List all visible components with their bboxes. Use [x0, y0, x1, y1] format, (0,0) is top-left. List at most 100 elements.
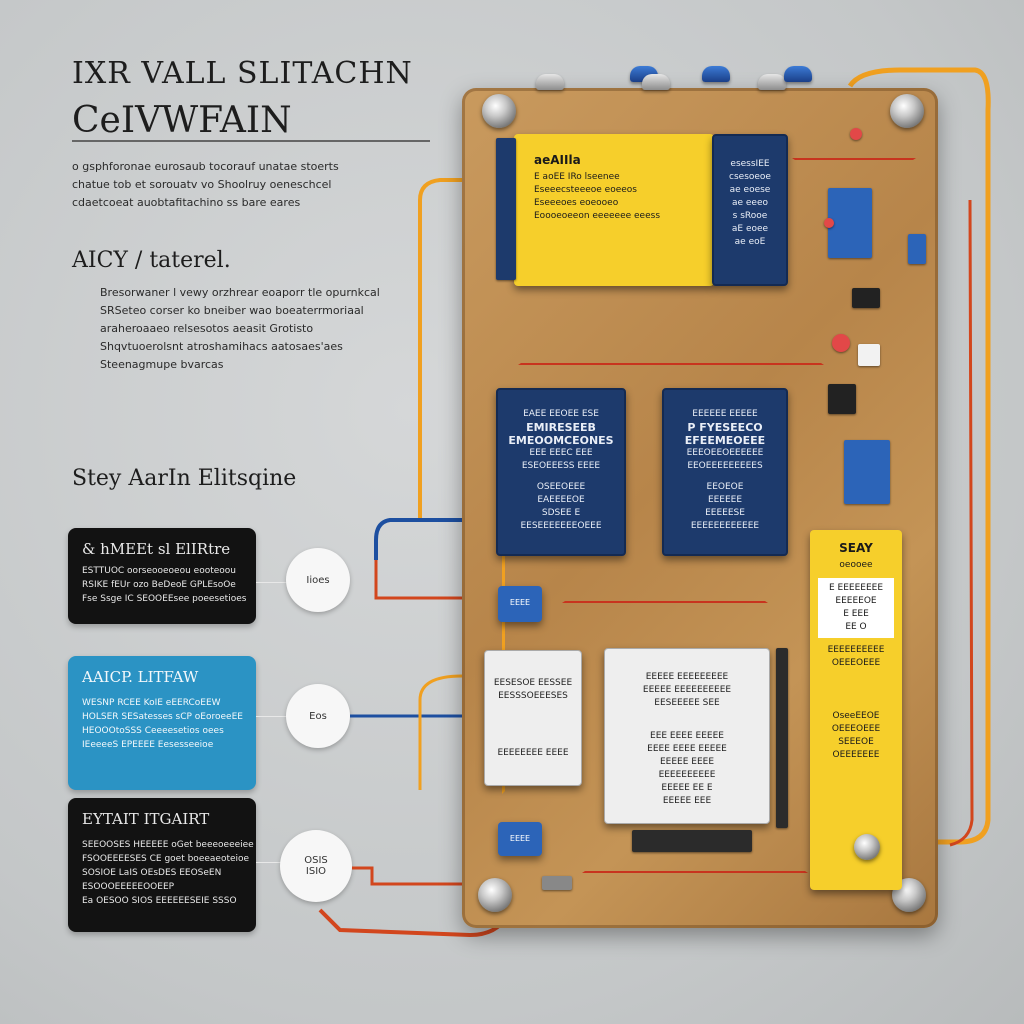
section-paragraph: Bresorwaner l vewy orzhrear eoaporr tle …	[100, 284, 380, 374]
led-component	[824, 218, 834, 228]
section-line: SRSeteo corser ko bneiber wao boeaterrmo…	[100, 304, 364, 317]
module-line: Eseeeoes eoeooeo	[534, 198, 619, 208]
callout-bubble: Iioes	[286, 548, 350, 612]
main-controller-module: aeAIIla E aoEE IRo lseenee Eseeecsteeeoe…	[514, 134, 714, 286]
info-card-blue: AAICP. LITFAW WESNP RCEE KoIE eEERCoEEW …	[68, 656, 256, 790]
module-line: EEEEEE EEEEE	[692, 409, 758, 419]
connector-knob	[702, 66, 730, 82]
small-blue-tag: EEEE	[498, 822, 542, 856]
relay-component	[828, 188, 872, 258]
steps-heading: Stey AarIn Elitsqine	[72, 466, 297, 491]
connector-line	[256, 862, 282, 863]
module-title: EMEOOMCEONES	[508, 434, 614, 447]
mounting-screw	[478, 878, 512, 912]
info-card-dark: & hMEEt sl ElIRtre ESTTUOC oorseooeoeou …	[68, 528, 256, 624]
page-subtitle: CeIVWFAIN	[72, 100, 292, 141]
module-title: aeAIIla	[534, 153, 581, 167]
module-line: OseeEEOE	[832, 711, 880, 721]
card-line: HOLSER SESatesses sCP oEoroeeEE	[82, 712, 243, 722]
module-line: EEOEOE	[706, 482, 744, 492]
card-line: IEeeeeS EPEEEE Eesesseeioe	[82, 740, 214, 750]
module-line: EEOEEEEEEEEES	[687, 461, 763, 471]
terminal-strip-module: SEAY oeooee E EEEEEEEE EEEEEOE E EEE EE …	[810, 530, 902, 890]
page-title: IXR VALL SLITACHN	[72, 56, 413, 91]
card-title: AAICP. LITFAW	[82, 668, 199, 686]
controller-edge-strip	[496, 138, 516, 280]
module-line: EEEEESE	[705, 508, 745, 518]
intro-line: chatue tob et sorouatv vo Shoolruy oenes…	[72, 178, 332, 191]
module-label: E EEEEEEEE EEEEEOE E EEE EE O	[818, 578, 894, 638]
wire-orange	[418, 674, 463, 790]
connector-line	[256, 582, 288, 583]
module-line: E aoEE IRo lseenee	[534, 172, 620, 182]
callout-bubble: Eos	[286, 684, 350, 748]
module-line: EEEEEEEEEEEE	[690, 521, 760, 531]
module-line: E EEE	[843, 609, 869, 619]
card-line: Fse Ssge IC SEOOEEsee poeesetioes	[82, 594, 247, 604]
section-line: araheroaaeo relsesotos aeasit Grotisto	[100, 322, 314, 335]
wire-red	[352, 866, 462, 886]
card-line: FSOOEEEESES CE goet boeeaeoteioe	[82, 854, 250, 864]
section-heading: AICY / taterel.	[72, 248, 231, 273]
module-line: EEEEEEEEEE	[658, 770, 716, 780]
controller-side-panel: esessIEE csesoeoe ae eoese ae eeeo s sRo…	[712, 134, 788, 286]
power-module-left: EAEE EEOEE ESE EMIRESEEB EMEOOMCEONES EE…	[496, 388, 626, 556]
module-line: EEEOEEOEEEEEE	[686, 448, 764, 458]
module-line: OEEEOEEE	[831, 724, 881, 734]
module-line: EEEEE EEE	[662, 796, 712, 806]
wire-blue	[374, 518, 462, 560]
connector-knob	[758, 74, 786, 90]
trace-orange	[502, 458, 510, 794]
mounting-screw	[890, 94, 924, 128]
led-component	[850, 128, 862, 140]
card-line: HEOOOtoSSS Ceeeesetios oees	[82, 726, 224, 736]
module-line: EAEE EEOEE ESE	[523, 409, 599, 419]
module-title: EMIRESEEB	[526, 421, 596, 434]
module-line: EEEEEE	[707, 495, 743, 505]
terminal-screw	[854, 834, 880, 860]
module-line: oeooee	[839, 560, 873, 570]
module-line: EE O	[845, 622, 867, 632]
control-module-left: EESESOE EESSEE EESSSOEEESES EEEEEEEE EEE…	[484, 650, 582, 786]
connector-component	[542, 876, 572, 890]
module-title: EFEEMEOEEE	[684, 434, 766, 447]
card-line: RSIKE fEUr ozo BeDeoE GPLEsoOe	[82, 580, 236, 590]
trace-red	[562, 568, 768, 603]
module-line: EEEEE EEEE	[659, 757, 715, 767]
module-title: SEAY	[839, 541, 873, 555]
left-panel: IXR VALL SLITACHN CeIVWFAIN o gsphforona…	[0, 0, 440, 1024]
title-divider	[72, 140, 430, 142]
module-line: EEEEEEEE EEEE	[497, 748, 569, 758]
module-line: EEEEEEEEEE	[827, 645, 885, 655]
module-line: ae eoE	[734, 237, 766, 247]
trace-red	[582, 828, 808, 873]
intro-line: cdaetcoeat auobtafitachino ss bare eares	[72, 196, 301, 209]
mounting-screw	[482, 94, 516, 128]
module-line: E EEEEEEEE	[828, 583, 884, 593]
chip-component	[852, 288, 880, 308]
card-line: WESNP RCEE KoIE eEERCoEEW	[82, 698, 221, 708]
trace-red	[792, 158, 916, 165]
card-line: ESOOOEEEEEOOEEP	[82, 882, 175, 892]
card-line: ESTTUOC oorseooeoeou eooteoou	[82, 566, 236, 576]
chip-component	[828, 384, 856, 414]
wire-orange	[847, 67, 991, 845]
module-line: EESEEEEE SEE	[654, 698, 720, 708]
control-module-right: EEEEE EEEEEEEEE EEEEE EEEEEEEEEE EESEEEE…	[604, 648, 770, 824]
module-line: EESSSOEEESES	[498, 691, 568, 701]
module-line: esessIEE	[730, 159, 770, 169]
module-line: EEEEEOE	[835, 596, 877, 606]
wire-orange	[418, 178, 480, 520]
connector-knob	[536, 74, 564, 90]
module-line: EEE EEEE EEEEE	[650, 731, 724, 741]
module-line: ae eoese	[729, 185, 771, 195]
card-title: EYTAIT ITGAIRT	[82, 810, 210, 828]
module-line: EAEEEEOE	[537, 495, 585, 505]
switch-component	[908, 234, 926, 264]
module-line: SDSEE E	[541, 508, 581, 518]
trace-red	[518, 350, 824, 365]
power-module-right: EEEEEE EEEEE P FYESEECO EFEEMEOEEE EEEOE…	[662, 388, 788, 556]
module-line: EESESOE EESSEE	[493, 678, 573, 688]
module-line: OSEEOEEE	[536, 482, 586, 492]
